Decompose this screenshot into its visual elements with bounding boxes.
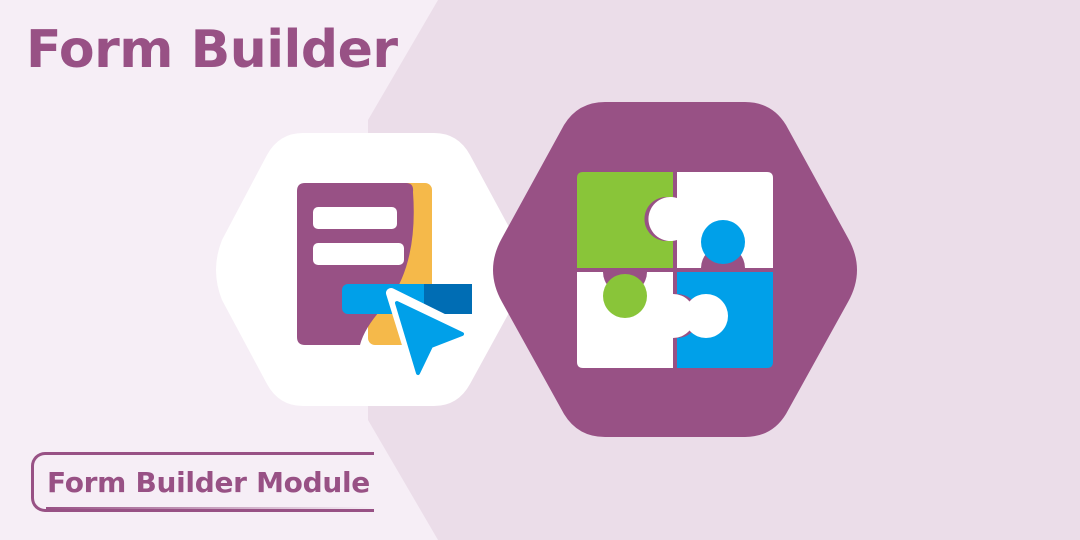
puzzle-piece-green: [577, 172, 673, 268]
form-builder-hexagon: [216, 133, 522, 406]
cursor-arrow-fill: [395, 301, 464, 375]
puzzle-knob-green: [603, 274, 647, 318]
module-label-underline: [46, 507, 376, 510]
puzzle-knob-white: [684, 294, 728, 338]
form-builder-icon: [297, 183, 475, 385]
cursor-arrow-icon: [386, 288, 475, 385]
puzzle-icon: [577, 172, 773, 368]
purple-hexagon-shape: [493, 102, 857, 437]
module-label: Form Builder Module: [31, 452, 374, 512]
form-field-top: [313, 207, 397, 229]
page-title: Form Builder: [26, 20, 398, 80]
form-field-bottom: [313, 243, 404, 265]
puzzle-knob-blue: [701, 220, 745, 264]
module-hexagon: [493, 102, 857, 437]
